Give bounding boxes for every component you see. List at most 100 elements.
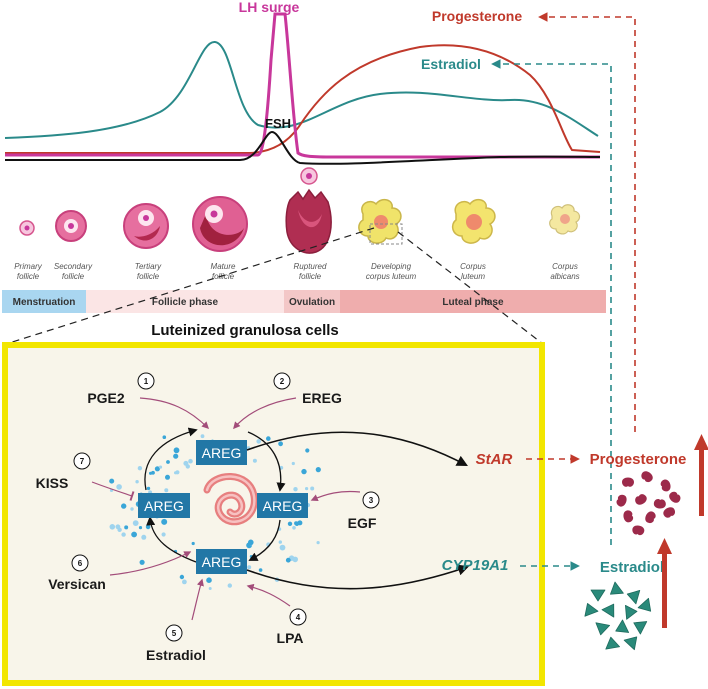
progesterone-molecule (653, 499, 666, 509)
regulator-versican: Versican (48, 576, 106, 592)
estradiol-molecule (584, 603, 599, 617)
follicle-stages (19, 167, 581, 254)
estradiol-molecule (637, 597, 652, 612)
developing-corpus-luteum-icon (358, 198, 402, 244)
cyp19a1-gene-label: CYP19A1 (442, 557, 509, 574)
regulator-ereg: EREG (302, 390, 342, 406)
estradiol-molecule (615, 619, 630, 633)
progesterone-curve-label: Progesterone (432, 8, 522, 24)
areg-dot (131, 531, 138, 538)
areg-dot (315, 467, 321, 473)
areg-dot (121, 503, 127, 509)
areg-dot (130, 507, 134, 511)
areg-to-cyp-arrow (246, 564, 470, 590)
areg-dot (183, 460, 189, 466)
areg-dot (249, 555, 253, 558)
estradiol-curve (4, 41, 599, 139)
areg-dot (305, 487, 309, 491)
areg-dot (191, 541, 195, 546)
areg-dot (109, 524, 116, 530)
panel-title: Luteinized granulosa cells (151, 322, 339, 339)
areg-dot (285, 557, 291, 563)
progesterone-molecule (663, 507, 676, 518)
areg-dot (161, 518, 168, 525)
areg-dot (252, 458, 257, 463)
areg-dot (278, 540, 282, 544)
areg-dot (135, 480, 139, 484)
areg-dot (173, 453, 179, 459)
areg-dot (116, 484, 122, 490)
regulator-lpa: LPA (277, 630, 304, 646)
mature-follicle-icon (192, 196, 248, 252)
progesterone-feedback-line (538, 12, 636, 432)
progesterone-molecule (616, 494, 627, 507)
regulator-number: 1 (144, 377, 149, 386)
fsh-curve (5, 130, 601, 165)
zoom-box (369, 223, 403, 245)
areg-dot (141, 534, 147, 540)
estradiol-molecule (625, 604, 638, 620)
hormone-curves: LH surge FSH Progesterone Estradiol (4, 0, 601, 165)
estradiol-output-label: Estradiol (600, 559, 664, 576)
areg-dot (247, 565, 252, 570)
progesterone-molecule (641, 471, 653, 483)
ovulation-label: Ovulation (289, 297, 335, 308)
feedback-arrows (491, 12, 636, 545)
estradiol-curve-label: Estradiol (421, 56, 481, 72)
regulator-number: 5 (172, 629, 177, 638)
areg-dot (200, 434, 205, 439)
areg-dot (139, 559, 145, 565)
progesterone-molecule (635, 494, 647, 505)
regulator-kiss: KISS (36, 475, 69, 491)
areg-dot (145, 524, 151, 530)
areg-dot (278, 441, 283, 447)
areg-dot (227, 583, 232, 588)
areg-box-right: AREG (257, 493, 308, 518)
areg-cycle (144, 427, 286, 563)
regulator-number: 6 (78, 559, 83, 568)
areg-dot (182, 579, 187, 585)
areg-dot (164, 488, 169, 493)
areg-dot (206, 577, 212, 583)
progesterone-molecule (622, 477, 634, 487)
areg-dot (291, 461, 295, 466)
lh-curve (5, 12, 600, 159)
svg-text:AREG: AREG (144, 498, 184, 514)
regulator-egf: EGF (348, 515, 377, 531)
areg-to-star-arrow (246, 431, 468, 467)
areg-dot (173, 447, 180, 454)
fsh-label: FSH (265, 116, 291, 131)
areg-dot (293, 487, 298, 492)
ovulation-bar (284, 290, 340, 313)
regulator-number: 7 (80, 457, 85, 466)
follicle-phase-bar (86, 290, 284, 313)
areg-dot (208, 587, 212, 590)
areg-dot (137, 466, 143, 471)
areg-dot (149, 471, 153, 475)
areg-dot (188, 458, 193, 464)
luteal-phase-bar (340, 290, 606, 313)
phase-bar: Menstruation Follicle phase Ovulation Lu… (2, 290, 606, 313)
svg-text:AREG: AREG (202, 445, 242, 461)
menstruation-label: Menstruation (13, 297, 76, 308)
areg-dot (158, 465, 163, 469)
estradiol-molecule (605, 636, 620, 650)
areg-dot (266, 436, 271, 441)
areg-dot (248, 539, 254, 546)
areg-dot (179, 574, 185, 580)
estradiol-molecule (595, 622, 611, 636)
areg-dot (121, 532, 126, 537)
regulator-estradiol: Estradiol (146, 647, 206, 663)
areg-dot (138, 526, 143, 530)
estradiol-molecules (584, 581, 652, 651)
corpus-albicans-icon (549, 204, 581, 235)
estradiol-increase-arrow (657, 538, 672, 628)
follicle-phase-label: Follicle phase (152, 297, 219, 308)
progesterone-molecule (623, 510, 634, 523)
